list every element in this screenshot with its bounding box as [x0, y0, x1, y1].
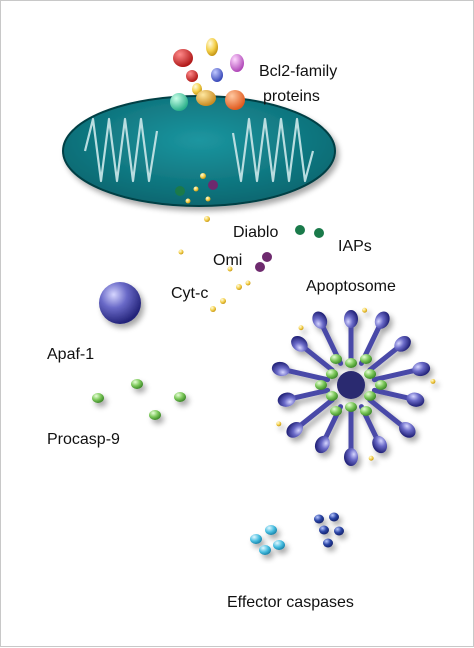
apoptosome-spoke	[367, 345, 401, 373]
label-procasp-9: Procasp-9	[47, 431, 120, 448]
label-apoptosome: Apoptosome	[306, 278, 396, 295]
caspase-9-bound	[325, 369, 338, 379]
apaf-1-head	[344, 448, 358, 466]
apaf-1-head	[314, 435, 330, 454]
caspase-9-bound	[345, 358, 357, 368]
label-cyt-c: Cyt-c	[171, 285, 208, 302]
mitochondrion-cristae	[83, 117, 315, 183]
apaf-1-head	[277, 392, 296, 407]
apaf-1-head	[312, 311, 328, 329]
omi-particles	[255, 252, 272, 272]
apoptosome	[271, 307, 436, 466]
apaf-1-sphere	[99, 282, 141, 324]
caspase-9-bound	[315, 380, 327, 390]
apoptosome-spoke	[371, 387, 412, 401]
caspase-9-bound	[364, 391, 377, 401]
mitochondrion	[62, 95, 336, 207]
apaf-1-head	[399, 422, 416, 438]
caspase-9-bound	[325, 391, 338, 401]
cytochrome-c-bound	[368, 455, 374, 461]
caspase-9-bound	[360, 405, 372, 416]
apoptosome-spoke	[290, 387, 331, 401]
apoptosome-hub	[337, 371, 365, 399]
apaf-1-head	[291, 336, 308, 352]
apoptosome-spoke	[296, 397, 335, 429]
label-iaps: IAPs	[338, 238, 372, 255]
apaf-1-head	[344, 310, 358, 328]
effector-caspases-dark	[314, 512, 344, 548]
bcl2-family-proteins	[170, 38, 245, 111]
caspase-9-bound	[360, 354, 372, 365]
label-bcl2-line1: Bcl2-family	[259, 63, 337, 80]
label-diablo: Diablo	[233, 224, 278, 241]
apaf-1-head	[286, 422, 303, 438]
diablo-particles	[295, 225, 324, 238]
apoptosome-spoke	[301, 345, 335, 373]
caspase-9-bound	[375, 380, 387, 390]
apaf-1-head	[372, 435, 388, 454]
label-apaf-1: Apaf-1	[47, 346, 94, 363]
cytochrome-c-bound	[362, 307, 368, 313]
apoptosome-spoke	[371, 367, 418, 383]
label-effector-caspases: Effector caspases	[227, 594, 354, 611]
apaf-1-head	[271, 361, 290, 377]
apaf-1-head	[406, 392, 425, 407]
cytochrome-c-bound	[430, 378, 436, 384]
label-bcl2-line2: proteins	[263, 88, 320, 105]
caspase-9-bound	[364, 369, 377, 379]
apoptosome-spoke	[367, 397, 406, 429]
apaf-1-head	[412, 361, 431, 377]
cytochrome-c-bound	[276, 421, 282, 427]
procaspase-9-cluster	[92, 379, 186, 420]
label-omi: Omi	[213, 252, 242, 269]
caspase-9-bound	[345, 402, 357, 412]
apaf-1-head	[374, 311, 390, 329]
cytochrome-c-bound	[298, 325, 304, 331]
apoptosome-spoke	[284, 367, 331, 383]
cytochrome-c-particles	[178, 249, 251, 312]
caspase-9-bound	[330, 354, 342, 365]
apaf-1-head	[394, 336, 411, 352]
released-particles	[175, 173, 218, 222]
caspase-9-bound	[330, 405, 342, 416]
effector-caspases-light	[250, 525, 285, 555]
